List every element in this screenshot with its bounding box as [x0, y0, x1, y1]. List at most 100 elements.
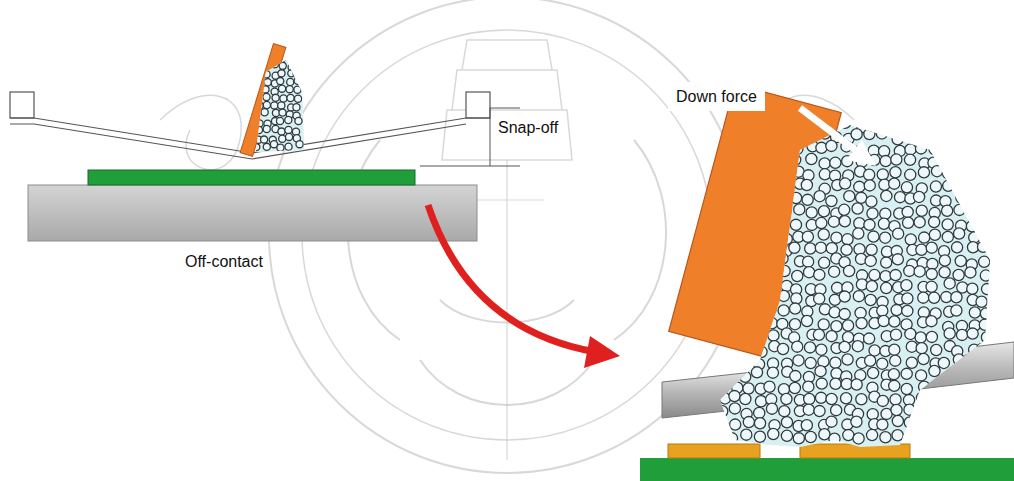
setup-label: Off-contact [185, 252, 263, 271]
solder-ball [777, 118, 788, 129]
solder-ball [793, 355, 804, 366]
solder-ball [718, 128, 729, 139]
solder-ball [294, 77, 301, 84]
solder-ball [943, 168, 954, 179]
solder-ball [295, 117, 302, 124]
solder-ball [951, 292, 962, 303]
solder-ball [929, 229, 940, 240]
solder-ball [955, 381, 966, 392]
solder-ball [277, 144, 284, 151]
solder-paste-balls [238, 38, 324, 172]
solder-ball [881, 257, 892, 268]
solder-ball [287, 94, 294, 101]
solder-ball [777, 253, 788, 264]
solder-ball [806, 153, 817, 164]
solder-ball [256, 61, 263, 68]
solder-ball [916, 205, 927, 216]
solder-ball [293, 104, 300, 111]
solder-ball [967, 328, 978, 339]
solder-ball [844, 191, 855, 202]
solder-ball [789, 242, 800, 253]
solder-ball [756, 258, 767, 269]
solder-ball [716, 156, 727, 167]
solder-ball [877, 305, 888, 316]
solder-ball [927, 393, 938, 404]
solder-ball [955, 133, 966, 144]
solder-ball [790, 303, 801, 314]
solder-ball [901, 280, 912, 291]
solder-ball [831, 232, 842, 243]
solder-ball [944, 371, 955, 382]
solder-ball [869, 345, 880, 356]
solder-ball [939, 267, 950, 278]
solder-ball [905, 328, 916, 339]
solder-ball [765, 304, 776, 315]
solder-ball [931, 344, 942, 355]
snap-off-dimension [420, 108, 520, 166]
solder-ball [718, 421, 729, 432]
solder-ball [839, 291, 850, 302]
solder-ball [716, 320, 727, 331]
solder-ball [814, 405, 825, 416]
solder-ball [754, 280, 765, 291]
solder-ball [926, 281, 937, 292]
solder-ball [939, 255, 950, 266]
solder-ball [852, 341, 863, 352]
solder-ball [818, 229, 829, 240]
solder-ball [828, 216, 839, 227]
solder-ball [256, 85, 263, 92]
zoom-arrow [428, 205, 596, 352]
solder-ball [902, 305, 913, 316]
solder-ball [781, 169, 792, 180]
solder-ball [278, 55, 285, 62]
solder-ball [916, 392, 927, 403]
solder-ball [755, 331, 766, 342]
solder-ball [818, 319, 829, 330]
solder-ball [752, 144, 763, 155]
solder-ball [880, 432, 891, 443]
solder-ball [727, 266, 738, 277]
solder-ball [263, 93, 270, 100]
solder-ball [271, 61, 278, 68]
solder-ball [840, 178, 851, 189]
solder-ball [963, 154, 974, 165]
solder-ball [754, 219, 765, 230]
solder-ball [752, 120, 763, 131]
paste-ground [702, 104, 1012, 468]
solder-ball [253, 110, 260, 117]
solder-ball [842, 320, 853, 331]
solder-ball [956, 329, 967, 340]
solder-ball [754, 431, 765, 442]
solder-ball [919, 381, 930, 392]
solder-ball [966, 130, 977, 141]
solder-ball [928, 408, 939, 419]
solder-ball [716, 357, 727, 368]
solder-ball [743, 183, 754, 194]
solder-ball [930, 181, 941, 192]
solder-ball [726, 433, 737, 444]
solder-ball [741, 141, 752, 152]
solder-ball [892, 415, 903, 426]
solder-ball [905, 169, 916, 180]
solder-ball [740, 219, 751, 230]
solder-ball [738, 319, 749, 330]
solder-ball [842, 234, 853, 245]
solder-ball [804, 342, 815, 353]
solder-ball [904, 265, 915, 276]
solder-ball [942, 219, 953, 230]
solder-ball [752, 166, 763, 177]
solder-ball [877, 419, 888, 430]
solder-ball [777, 184, 788, 195]
solder-ball [869, 269, 880, 280]
solder-ball [956, 192, 967, 203]
solder-ball [781, 393, 792, 404]
solder-ball [806, 207, 817, 218]
solder-ball [790, 192, 801, 203]
solder-ball [867, 208, 878, 219]
solder-ball [952, 430, 963, 441]
solder-ball [864, 169, 875, 180]
solder-ball [740, 132, 751, 143]
solder-ball [730, 307, 741, 318]
pcb-board [88, 170, 415, 185]
solder-ball [889, 178, 900, 189]
